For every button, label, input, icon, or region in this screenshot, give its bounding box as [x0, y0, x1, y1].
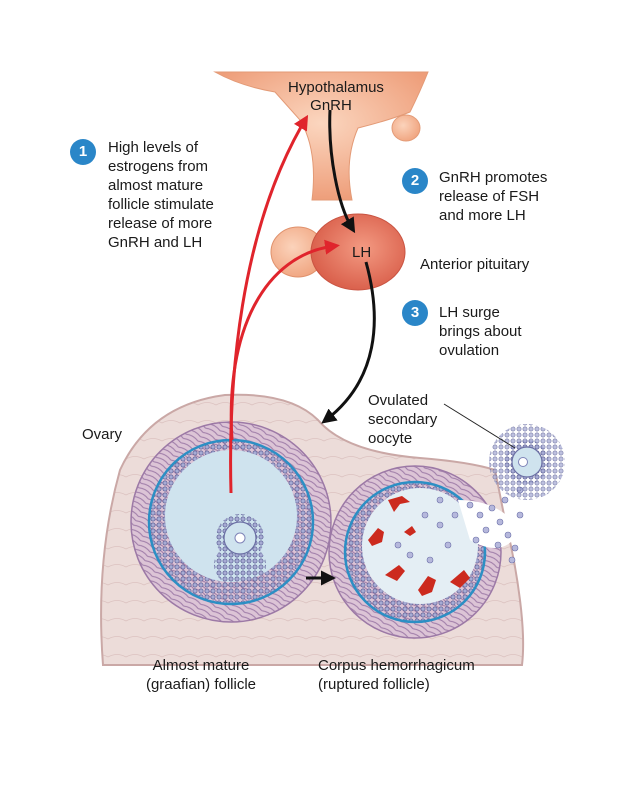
- released-cells: [394, 486, 524, 564]
- ovulated-oocyte: [489, 424, 565, 500]
- black-arrow-gnrh-to-pituitary: [328, 109, 356, 234]
- corpus-hemorrhagicum: [328, 465, 524, 639]
- step-2-text: GnRH promotes release of FSH and more LH: [439, 169, 548, 224]
- step-2-badge: 2: [402, 168, 428, 194]
- ovary-label: Ovary: [82, 426, 123, 443]
- graafian-follicle: [130, 421, 332, 623]
- red-arrow-to-pituitary: [229, 239, 340, 441]
- oocyte-leader-line: [443, 403, 516, 449]
- step-3-text: LH surge brings about ovulation: [439, 304, 522, 359]
- hypothalamus-label: Hypothalamus: [288, 79, 384, 96]
- anterior-pituitary-label: Anterior pituitary: [420, 256, 530, 273]
- graafian-follicle-label: Almost mature (graafian) follicle: [145, 657, 257, 693]
- hypothalamus-structure: [213, 71, 429, 201]
- lh-label: LH: [352, 244, 372, 261]
- corpus-hemorrhagicum-label: Corpus hemorrhagicum (ruptured follicle): [318, 657, 475, 693]
- step-1-text: High levels of estrogens from almost mat…: [108, 139, 214, 251]
- red-arrow-to-hypothalamus: [229, 114, 309, 494]
- blood-clot-marks: [368, 496, 470, 596]
- pituitary-gland: [270, 213, 406, 291]
- ovulated-oocyte-label: Ovulated secondary oocyte: [368, 392, 438, 447]
- step-1-badge: 1: [70, 139, 96, 165]
- step-3-badge: 3: [402, 300, 428, 326]
- gnrh-label: GnRH: [310, 97, 352, 114]
- black-arrow-lh-to-ovary: [321, 261, 376, 424]
